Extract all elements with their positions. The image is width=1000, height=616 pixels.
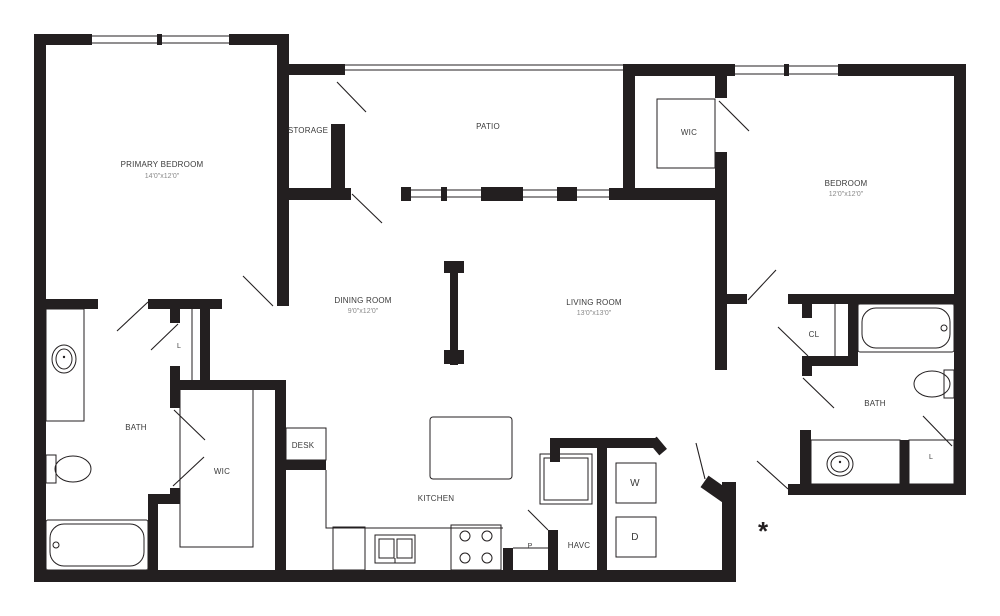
doors [116, 81, 953, 531]
bedroom-label: BEDROOM [825, 179, 868, 188]
desk-label: DESK [292, 441, 315, 450]
wic-left-label: WIC [214, 467, 230, 476]
entry-marker: * [758, 516, 769, 546]
bath-right-label: BATH [864, 399, 886, 408]
living-room-dimensions: 13'0"x13'0" [577, 310, 612, 317]
bedroom-dimensions: 12'0"x12'0" [829, 191, 864, 198]
room-labels: PRIMARY BEDROOM 14'0"x12'0" STORAGE PATI… [121, 122, 933, 550]
linen-left-label: L [177, 343, 181, 350]
patio-label: PATIO [476, 122, 500, 131]
bath-left-label: BATH [125, 423, 147, 432]
dining-room-label: DINING ROOM [334, 296, 391, 305]
kitchen-label: KITCHEN [418, 494, 455, 503]
pantry-label: P [528, 543, 533, 550]
dining-room-dimensions: 9'0"x12'0" [348, 308, 379, 315]
wic-right-label: WIC [681, 128, 697, 137]
dryer-label: D [631, 532, 638, 543]
primary-bedroom-dimensions: 14'0"x12'0" [145, 173, 180, 180]
linen-right-label: L [929, 454, 933, 461]
primary-bedroom-label: PRIMARY BEDROOM [121, 160, 204, 169]
walls [34, 34, 966, 582]
windows [92, 35, 838, 198]
fixtures [45, 98, 955, 571]
living-room-label: LIVING ROOM [566, 298, 622, 307]
closet-right-label: CL [809, 330, 820, 339]
storage-label: STORAGE [288, 126, 328, 135]
havc-label: HAVC [568, 541, 590, 550]
washer-label: W [630, 478, 640, 489]
